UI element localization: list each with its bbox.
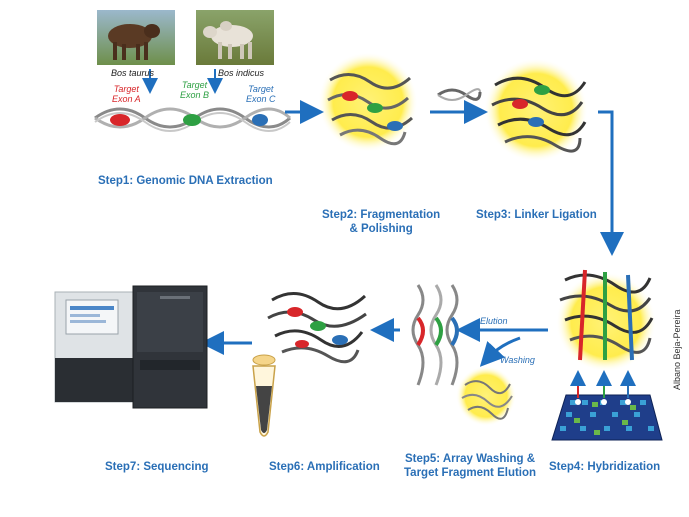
step6-label: Step6: Amplification (269, 461, 380, 473)
hybridization-array (551, 269, 663, 441)
step7-label: Step7: Sequencing (105, 461, 209, 473)
pcr-tube-icon (252, 354, 276, 437)
washed-off-fragments (456, 366, 516, 426)
fragmented-dna-cluster (318, 52, 418, 152)
elution-label: Elution (480, 316, 508, 326)
eluted-target-strands (411, 284, 459, 386)
step4-label: Step4: Hybridization (549, 461, 661, 473)
genomic-dna-strand (94, 107, 292, 132)
sequencer-machine-icon (54, 285, 208, 409)
bos-taurus-photo (97, 10, 175, 65)
step1-label: Step1: Genomic DNA Extraction (98, 175, 273, 187)
washing-label: Washing (500, 355, 535, 365)
arrow-step3-to-4 (598, 110, 624, 256)
bos-indicus-photo (196, 10, 274, 65)
species-label-taurus: Bos taurus (111, 68, 155, 78)
linker-icon (437, 88, 482, 101)
step2-label: Step2: Fragmentation& Polishing (322, 209, 441, 235)
species-label-indicus: Bos indicus (218, 68, 265, 78)
step5-label: Step5: Array Washing &Target Fragment El… (404, 453, 537, 479)
ligated-dna-cluster (484, 58, 588, 162)
amplified-fragments (267, 292, 367, 364)
arrow-washing (479, 336, 521, 367)
image-credit: Albano Beja-Pereira (672, 309, 682, 390)
step3-label: Step3: Linker Ligation (476, 209, 597, 221)
